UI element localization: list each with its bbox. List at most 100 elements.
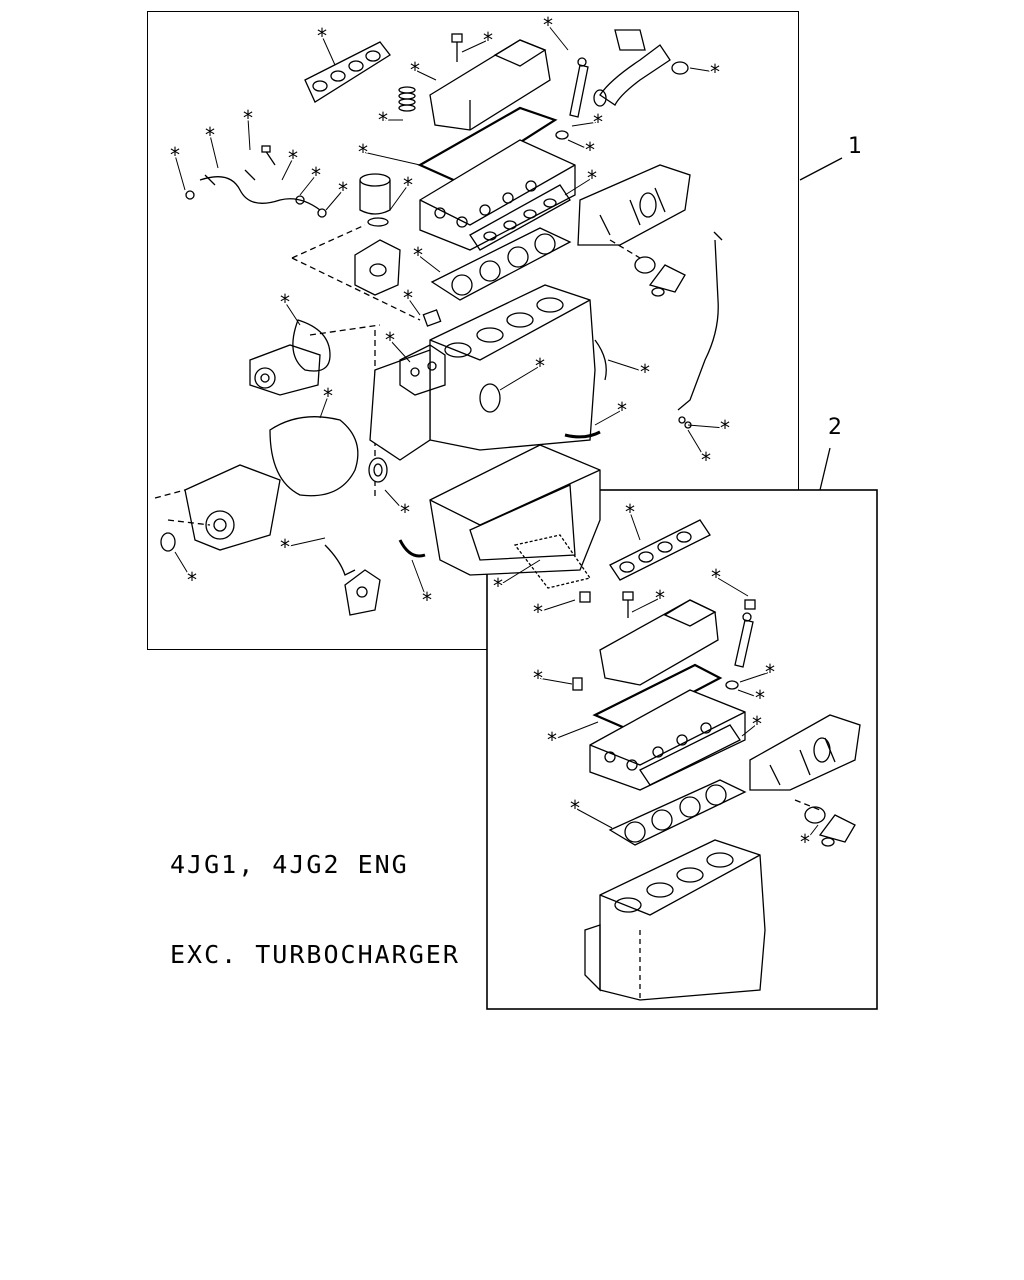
- marker-leader: [319, 395, 329, 419]
- replacement-marker-icon: *: [631, 585, 667, 613]
- marker-symbol: *: [378, 108, 388, 132]
- marker-leader: [499, 365, 541, 391]
- marker-symbol: *: [710, 60, 720, 84]
- oil-filter-bracket-icon: [354, 239, 401, 296]
- cylinder-block-icon: [369, 284, 607, 461]
- front-oil-seal-icon: [160, 532, 176, 552]
- plate-gasket-icon: [399, 344, 446, 396]
- replacement-marker-icon: *: [607, 359, 652, 386]
- fuel-injector-2-icon: [734, 612, 754, 668]
- marker-leader: [325, 189, 344, 211]
- replacement-marker-icon: *: [532, 599, 576, 626]
- oil-feed-pipe-icon: [185, 145, 327, 218]
- marker-leader: [247, 117, 251, 151]
- marker-symbol: *: [403, 286, 413, 310]
- callout-2: 2: [828, 415, 842, 440]
- replacement-marker-icon: *: [687, 415, 732, 442]
- timing-cover-icon: [184, 464, 281, 551]
- replacement-marker-icon: *: [499, 353, 547, 391]
- replacement-marker-icon: *: [799, 824, 819, 856]
- marker-leader: [497, 559, 541, 587]
- marker-symbol: *: [187, 568, 197, 592]
- head-gasket-2-icon: [608, 779, 747, 846]
- bolt-2-icon: [622, 591, 634, 618]
- replacement-marker-icon: *: [687, 429, 713, 474]
- replacement-marker-icon: *: [567, 137, 597, 164]
- replacement-marker-icon: *: [532, 665, 573, 692]
- callout-1-leader: [799, 157, 843, 181]
- marker-leader: [284, 537, 326, 548]
- marker-symbol: *: [570, 796, 580, 820]
- marker-leader: [567, 139, 591, 151]
- marker-symbol: *: [543, 13, 553, 37]
- marker-symbol: *: [752, 712, 762, 736]
- replacement-marker-icon: *: [594, 397, 629, 426]
- marker-symbol: *: [720, 416, 730, 440]
- marker-leader: [174, 154, 186, 191]
- callout-1: 1: [848, 134, 862, 159]
- marker-symbol: *: [535, 354, 545, 378]
- replacement-marker-icon: *: [377, 107, 403, 134]
- exhaust-manifold-2-icon: [749, 714, 861, 791]
- marker-leader: [804, 824, 819, 843]
- marker-symbol: *: [170, 143, 180, 167]
- thermostat-gasket-icon: [634, 256, 656, 274]
- marker-symbol: *: [547, 728, 557, 752]
- replacement-marker-icon: *: [571, 109, 605, 136]
- head-gasket-icon: [430, 227, 572, 301]
- replacement-marker-icon: *: [689, 59, 722, 86]
- marker-leader: [411, 559, 428, 601]
- replacement-marker-icon: *: [389, 172, 415, 211]
- marker-leader: [687, 424, 726, 429]
- replacement-marker-icon: *: [325, 177, 350, 211]
- marker-symbol: *: [400, 500, 410, 524]
- exhaust-manifold-gasket-icon: [304, 41, 391, 103]
- thrust-bearing-icon: [398, 430, 601, 558]
- marker-leader: [741, 723, 758, 737]
- marker-leader: [689, 67, 716, 73]
- rocker-cover-gasket-icon: [417, 106, 558, 184]
- replacement-marker-icon: *: [739, 659, 777, 686]
- replacement-marker-icon: *: [710, 564, 749, 597]
- marker-symbol: *: [587, 166, 597, 190]
- nut-2-icon: [744, 599, 756, 610]
- bracket-gasket-icon: [422, 309, 442, 327]
- replacement-marker-icon: *: [461, 27, 495, 54]
- dipstick-icon: [677, 231, 723, 429]
- valve-spring-icon: [398, 86, 416, 112]
- marker-symbol: *: [493, 574, 503, 598]
- breather-2-icon: [572, 677, 583, 691]
- marker-leader: [631, 597, 661, 613]
- outlet-gasket-icon: [671, 61, 689, 75]
- replacement-marker-icon: *: [204, 122, 219, 169]
- marker-leader: [281, 157, 294, 181]
- replacement-marker-icon: *: [564, 165, 599, 196]
- cylinder-block-2-icon: [584, 839, 766, 1001]
- marker-symbol: *: [403, 173, 413, 197]
- marker-leader: [362, 151, 421, 166]
- marker-symbol: *: [280, 290, 290, 314]
- intake-manifold-gasket-2-icon: [639, 724, 741, 786]
- marker-symbol: *: [800, 830, 810, 854]
- marker-leader: [321, 35, 336, 66]
- marker-symbol: *: [593, 110, 603, 134]
- marker-leader: [299, 174, 317, 196]
- replacement-marker-icon: *: [546, 721, 599, 754]
- caption-line-2: EXC. TURBOCHARGER: [170, 940, 460, 969]
- replacement-marker-icon: *: [242, 105, 255, 151]
- replacement-marker-icon: *: [384, 327, 411, 363]
- replacement-marker-icon: *: [357, 139, 421, 166]
- marker-symbol: *: [625, 500, 635, 524]
- replacement-marker-icon: *: [279, 289, 301, 326]
- thermostat-housing-2-icon: [818, 814, 856, 847]
- replacement-marker-icon: *: [737, 685, 767, 712]
- bolt-icon: [451, 33, 463, 62]
- marker-symbol: *: [410, 58, 420, 82]
- exhaust-manifold-icon: [577, 164, 691, 246]
- replacement-marker-icon: *: [624, 499, 641, 541]
- marker-leader: [414, 69, 437, 81]
- washer-2-icon: [725, 680, 739, 690]
- marker-leader: [384, 489, 406, 513]
